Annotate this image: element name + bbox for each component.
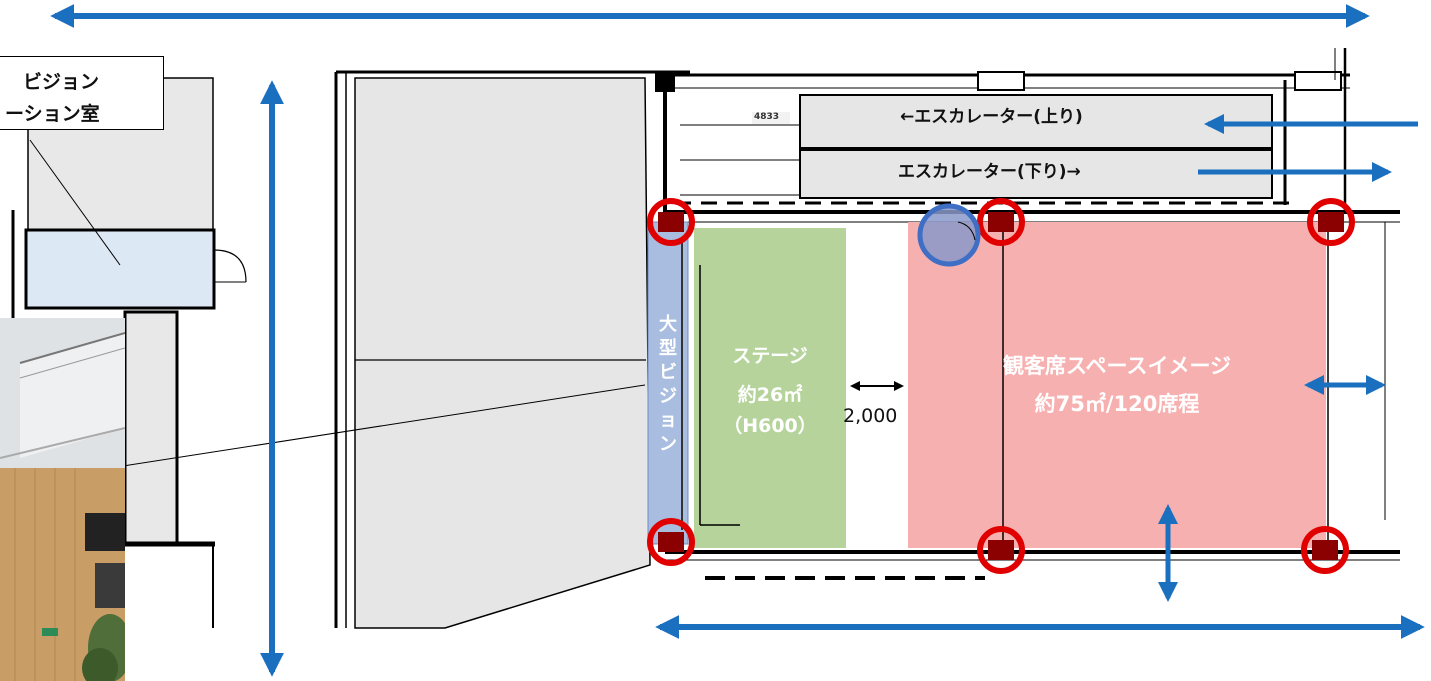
audience-label-1: 観客席スペースイメージ	[1002, 354, 1232, 378]
stage-label-3: （H600）	[723, 415, 817, 437]
large-vision-label: 大型ビジョン	[654, 313, 682, 457]
pillar-marker	[1307, 198, 1355, 246]
venue-photo-illustration	[0, 318, 125, 681]
vision-char: ン	[659, 434, 677, 455]
escalator-up-label: ←エスカレーター(上り)	[900, 107, 1083, 127]
middle-building	[334, 70, 690, 629]
escalator-down-belt	[799, 149, 1273, 199]
pillar-marker	[1301, 526, 1349, 574]
audience-zone	[908, 222, 1326, 548]
pillar-marker	[977, 198, 1025, 246]
pillar-markers	[647, 198, 1355, 574]
dimension-label: 4833	[754, 112, 780, 122]
venue-photo	[0, 318, 125, 681]
callout-line-2: ーション室	[5, 103, 100, 125]
stage-label-2: 約26㎡	[737, 384, 803, 406]
blue-circle-marker	[917, 203, 981, 267]
door-swing	[213, 249, 247, 283]
pillar-marker	[647, 518, 695, 566]
escalator-up-belt	[799, 94, 1273, 149]
pillar-marker	[977, 526, 1025, 574]
void-area	[354, 77, 651, 629]
right-building	[665, 48, 1400, 580]
pillar-marker	[647, 198, 695, 246]
vision-char: 型	[659, 338, 677, 359]
vision-char: ビ	[659, 362, 677, 383]
audience-label-2: 約75㎡/120席程	[1034, 392, 1200, 416]
stage-zone	[694, 228, 846, 548]
vision-char: ジ	[659, 386, 677, 407]
escalator-down-label: エスカレーター(下り)→	[898, 162, 1081, 182]
vision-room	[24, 228, 216, 310]
leader-line-room	[29, 139, 121, 266]
vision-char: ョ	[659, 410, 677, 431]
gap-label: 2,000	[843, 405, 898, 427]
stage-label-1: ステージ	[732, 345, 808, 367]
callout-line-1: ビジョン	[23, 71, 100, 93]
vision-char: 大	[659, 314, 677, 335]
vision-room-callout: ビジョン ーション室	[0, 56, 164, 130]
